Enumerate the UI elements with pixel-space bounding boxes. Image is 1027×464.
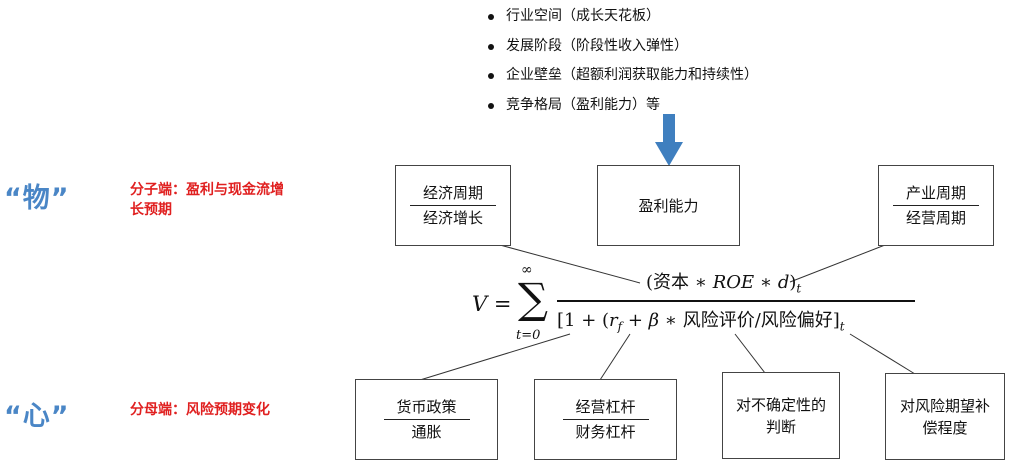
denominator-subscript: t <box>839 319 845 334</box>
denominator-beta: β <box>648 310 660 331</box>
list-item: 发展阶段（阶段性收入弹性） <box>486 32 758 62</box>
fraction-divider <box>383 419 470 420</box>
denominator-r-subscript: f <box>617 319 623 334</box>
profitability-label: 盈利能力 <box>638 196 699 215</box>
numerator-subscript: t <box>796 281 802 296</box>
valuation-formula: V = ∞ ∑ t=0 (资本 ∗ ROE ∗ d)t [1 + (rf + β… <box>470 262 930 350</box>
list-item: 企业壁垒（超额利润获取能力和持续性） <box>486 61 758 91</box>
uncertainty-judgment-box: 对不确定性的 判断 <box>722 372 840 459</box>
monetary-policy-box: 货币政策 通胀 <box>355 379 498 460</box>
list-item: 竞争格局（盈利能力）等 <box>486 91 758 121</box>
factor-list: 行业空间（成长天花板） 发展阶段（阶段性收入弹性） 企业壁垒（超额利润获取能力和… <box>486 2 758 120</box>
risk-compensation-line-1: 对风险期望补 <box>899 396 990 415</box>
down-arrow-icon <box>655 114 683 166</box>
uncertainty-line-2: 判断 <box>765 417 796 436</box>
numerator-d: d <box>777 272 790 293</box>
numerator-open: (资本 ∗ <box>646 272 713 293</box>
industry-cycle-label: 产业周期 <box>905 184 966 202</box>
economic-cycle-label: 经济周期 <box>422 184 483 202</box>
numerator-close: ) <box>789 272 797 293</box>
denominator: [1 + (rf + β ∗ 风险评价/风险偏好]t <box>557 306 845 334</box>
risk-compensation-box: 对风险期望补 偿程度 <box>885 373 1005 460</box>
denominator-plus: + <box>622 310 649 331</box>
sum-upper-limit: ∞ <box>521 262 533 278</box>
inflation-label: 通胀 <box>411 423 442 441</box>
uncertainty-line-1: 对不确定性的 <box>735 395 826 414</box>
denominator-r: r <box>609 310 618 331</box>
denominator-open: [1 + ( <box>557 310 610 331</box>
financial-leverage-label: 财务杠杆 <box>575 423 636 441</box>
formula-lhs: V = <box>472 292 512 316</box>
monetary-policy-label: 货币政策 <box>396 398 457 416</box>
sum-lower-limit: t=0 <box>516 328 541 343</box>
risk-compensation-line-2: 偿程度 <box>922 418 968 437</box>
numerator-side-label: 分子端：盈利与现金流增 长预期 <box>130 180 284 220</box>
economic-cycle-box: 经济周期 经济增长 <box>395 165 511 246</box>
fraction-divider <box>562 419 649 420</box>
profitability-box: 盈利能力 <box>597 165 740 246</box>
leverage-box: 经营杠杆 财务杠杆 <box>534 379 677 460</box>
wu-mark: “物” <box>4 183 70 214</box>
operating-leverage-label: 经营杠杆 <box>575 398 636 416</box>
operating-cycle-label: 经营周期 <box>905 209 966 227</box>
numerator-mid: ∗ <box>754 272 778 293</box>
denominator-rest: ∗ 风险评价/风险偏好] <box>659 310 840 331</box>
economic-growth-label: 经济增长 <box>422 209 483 227</box>
numerator-desc-line-2: 长预期 <box>130 202 172 218</box>
list-item: 行业空间（成长天花板） <box>486 2 758 32</box>
numerator-roe: ROE <box>712 272 755 293</box>
industry-cycle-box: 产业周期 经营周期 <box>878 165 994 246</box>
sigma-symbol: ∑ <box>518 274 548 323</box>
numerator: (资本 ∗ ROE ∗ d)t <box>558 268 801 296</box>
fraction-divider <box>410 205 496 206</box>
fraction-divider <box>893 205 979 206</box>
fraction-bar <box>557 300 915 302</box>
numerator-desc-line-1: 分子端：盈利与现金流增 <box>130 182 284 198</box>
denominator-side-label: 分母端：风险预期变化 <box>130 402 270 418</box>
xin-mark: “心” <box>4 401 70 432</box>
